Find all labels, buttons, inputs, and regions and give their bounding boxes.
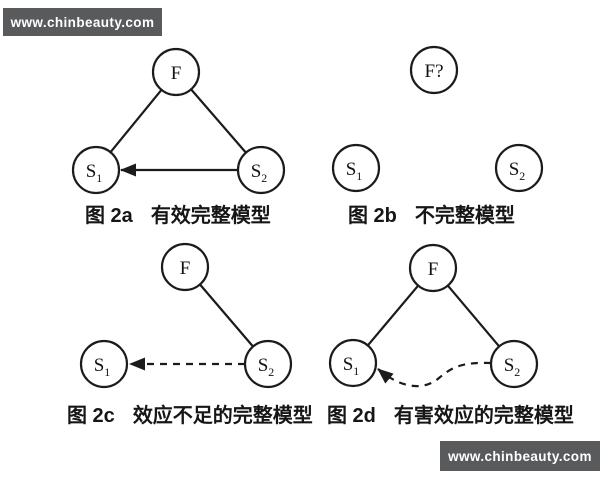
node-s1-circle-2c — [79, 339, 129, 389]
edge-f-s1-2d — [366, 284, 420, 347]
node-s1-label-2d: S1 — [343, 354, 360, 378]
node-s2-label-2b: S2 — [509, 159, 526, 183]
node-f-circle-2d — [408, 243, 458, 293]
edge-f-s2-2d — [446, 284, 501, 348]
node-f-circle-2b — [409, 45, 459, 95]
watermark-bottom-right: www.chinbeauty.com — [440, 441, 600, 471]
node-s2-label-2a: S2 — [251, 161, 268, 185]
watermark-top-left: www.chinbeauty.com — [3, 8, 162, 36]
node-s1-circle-2a — [71, 145, 121, 195]
edge-f-s2-2c — [199, 283, 254, 348]
node-s1-label-2b: S1 — [346, 159, 363, 183]
node-s1-circle-2d — [328, 338, 378, 388]
node-s2-circle-2d — [489, 339, 539, 389]
node-s2-label-2c: S2 — [258, 355, 275, 379]
node-s2-circle-2c — [243, 339, 293, 389]
node-f-circle-2c — [160, 242, 210, 292]
node-s2-label-2d: S2 — [504, 355, 521, 379]
edge-f-s1-2a — [109, 89, 163, 153]
node-s2-circle-2b — [494, 143, 544, 193]
edge-s2-s1-dashed-curve-2d — [377, 361, 492, 388]
node-f-label-2c: F — [180, 258, 191, 279]
node-f-circle-2a — [151, 47, 201, 97]
node-f-label-2b: F? — [425, 61, 444, 82]
node-s1-label-2a: S1 — [86, 161, 103, 185]
edge-f-s2-2a — [190, 88, 247, 154]
node-s1-circle-2b — [331, 143, 381, 193]
node-f-label-2a: F — [171, 63, 182, 84]
node-f-label-2d: F — [428, 259, 439, 280]
node-s1-label-2c: S1 — [94, 355, 111, 379]
node-s2-circle-2a — [236, 145, 286, 195]
